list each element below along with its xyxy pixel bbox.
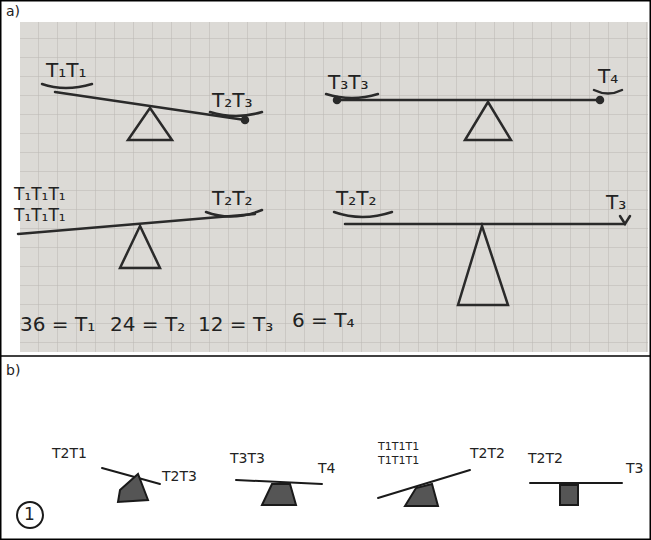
handwritten-label: T₃	[606, 190, 626, 214]
handwritten-label: 24 = T₂	[110, 312, 185, 336]
handwritten-label: T2T3	[162, 468, 197, 485]
balance-drawings-a	[18, 84, 630, 305]
handwritten-label: 6 = T₄	[292, 308, 354, 332]
handwritten-label: T2T2	[470, 445, 505, 462]
callout-number: 1	[24, 504, 35, 524]
handwritten-label: 36 = T₁	[20, 312, 95, 336]
handwritten-label: T₄	[598, 64, 618, 88]
graph-paper	[20, 22, 648, 352]
handwritten-label: T2T2	[528, 450, 563, 467]
handwritten-label: T₁T₁T₁	[14, 184, 66, 204]
handwritten-label: T2T1	[52, 445, 87, 462]
panel-label: a)	[6, 3, 20, 20]
panel-divider	[0, 355, 651, 357]
handwritten-label: 12 = T₃	[198, 312, 273, 336]
handwritten-label: T4	[318, 460, 335, 477]
handwritten-label: T1T1T1	[378, 454, 419, 467]
handwritten-label: T₂T₂	[336, 186, 376, 210]
handwritten-label: T₃T₃	[328, 70, 368, 94]
graph-grid	[20, 22, 648, 352]
handwritten-label: T₁T₁	[46, 58, 86, 82]
handwritten-label: T3T3	[230, 450, 265, 467]
handwritten-label: T1T1T1	[378, 440, 419, 453]
handwritten-label: T3	[626, 460, 643, 477]
balance-drawings-b	[17, 468, 622, 528]
panel-label: b)	[6, 362, 20, 379]
handwritten-label: T₁T₁T₁	[14, 205, 66, 225]
handwritten-label: T₂T₃	[212, 88, 252, 112]
handwritten-label: T₂T₂	[212, 186, 252, 210]
